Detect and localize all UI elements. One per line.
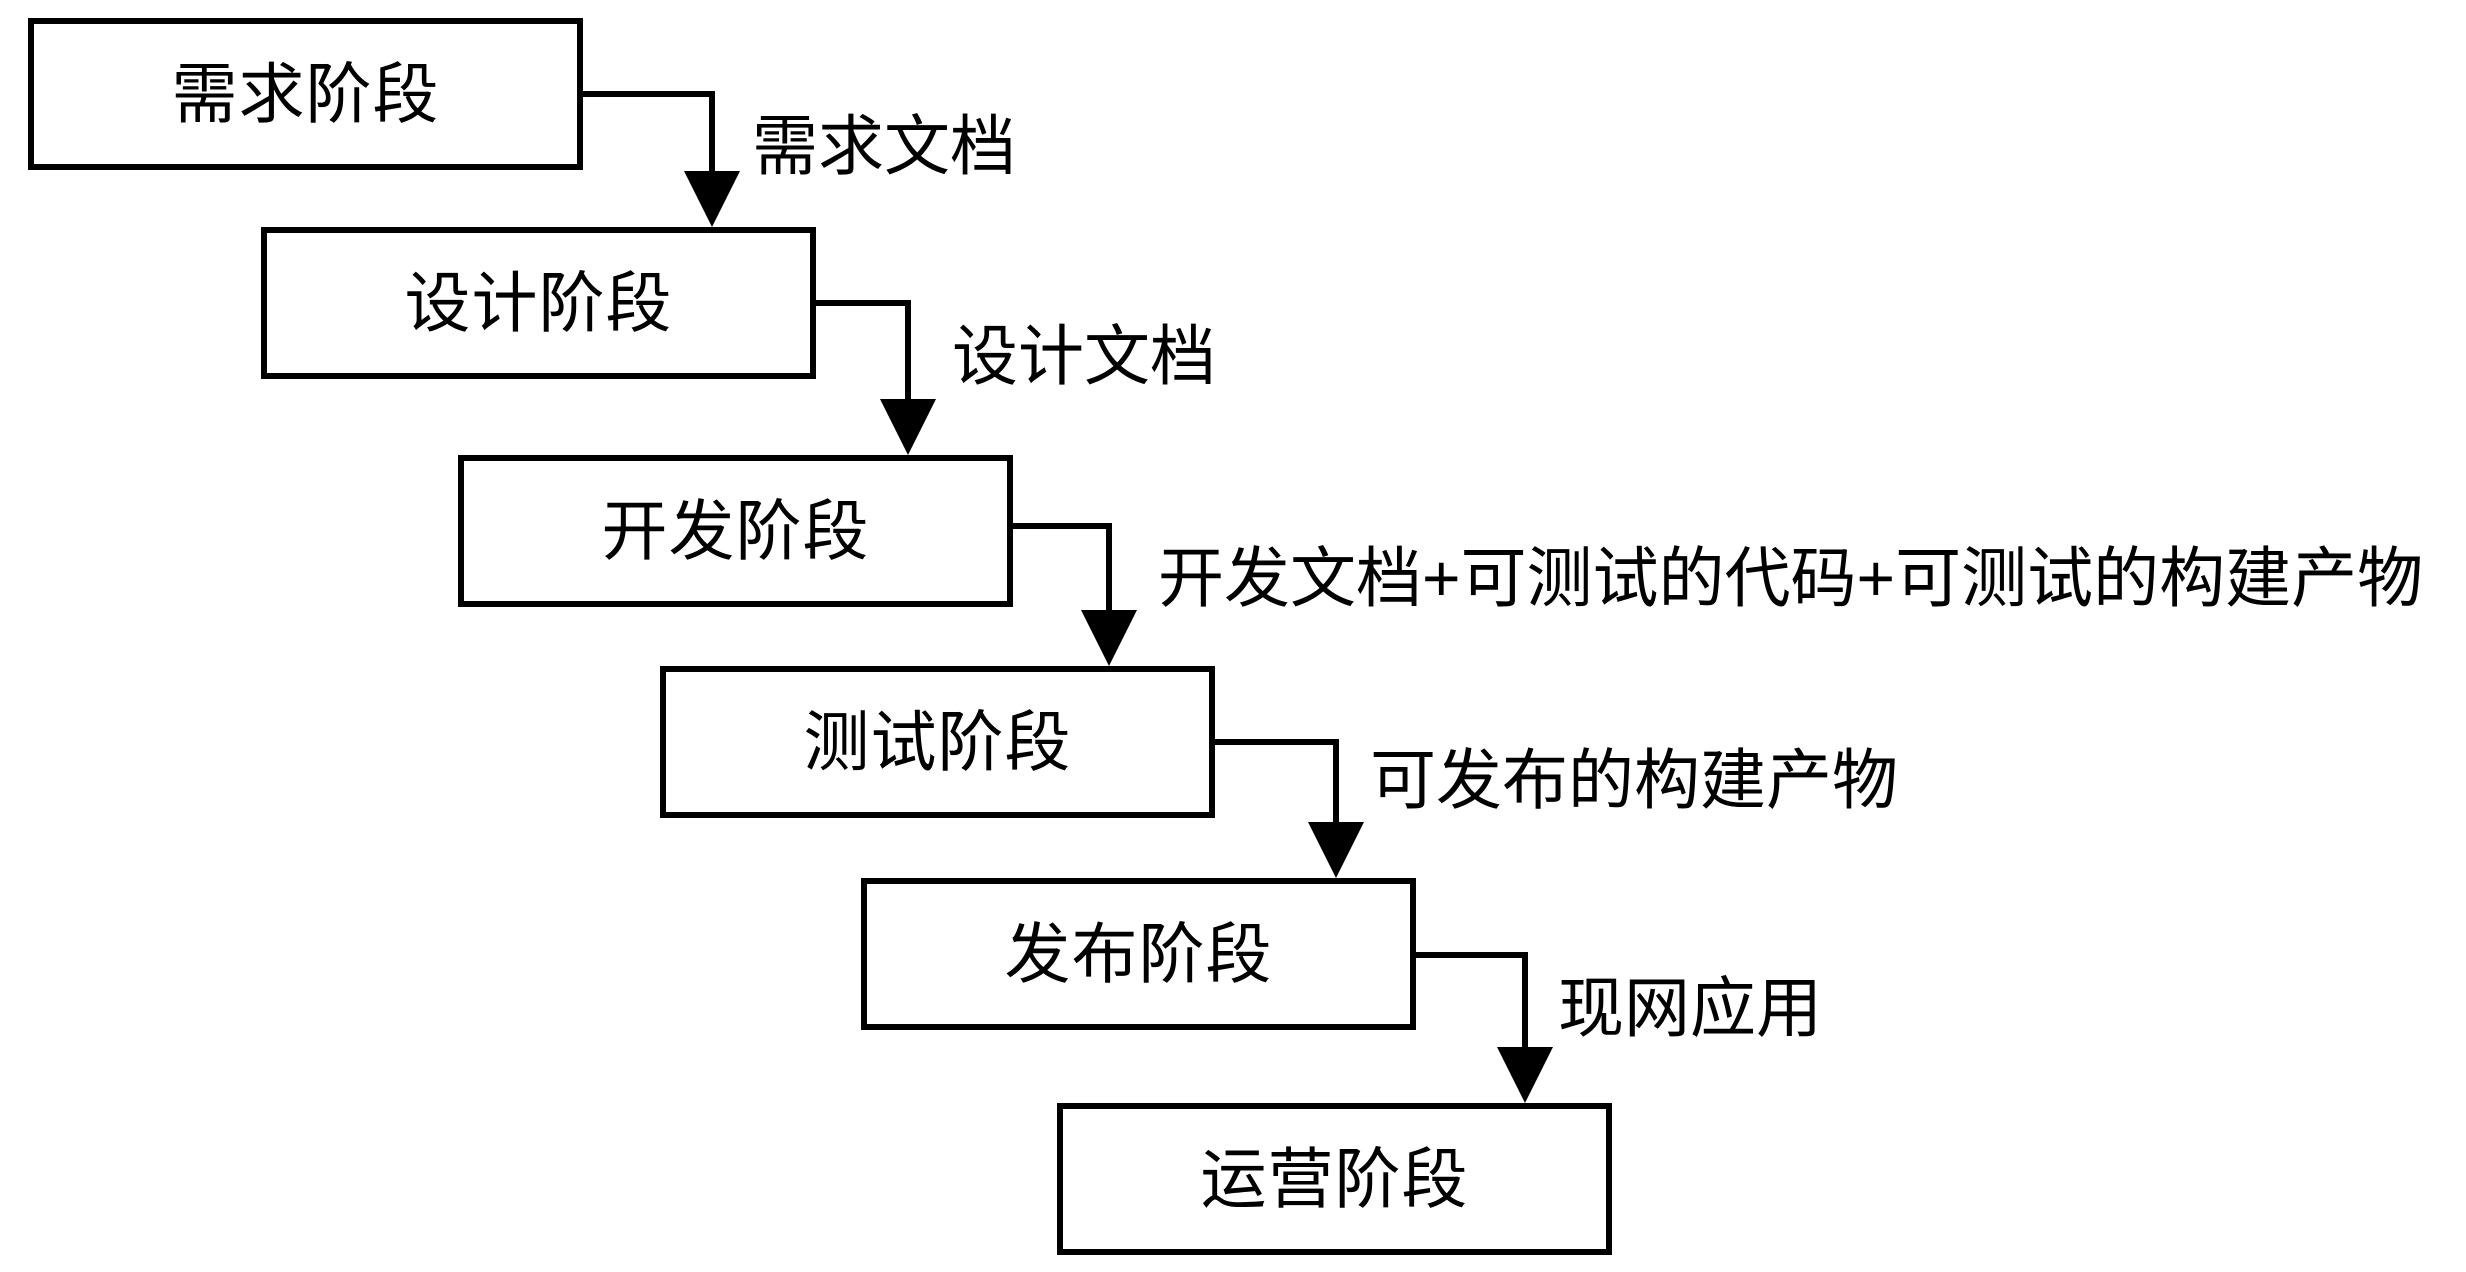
artifact-label-design-doc: 设计文档 — [952, 319, 1216, 393]
connector-line-5 — [1416, 952, 1528, 1064]
arrow-down-icon-4 — [1308, 822, 1364, 878]
connector-line-1 — [583, 91, 715, 188]
stage-box-requirements: 需求阶段 — [28, 18, 583, 170]
stage-box-testing: 测试阶段 — [660, 666, 1215, 818]
artifact-label-dev-doc-testable-code-build: 开发文档+可测试的代码+可测试的构建产物 — [1158, 541, 2424, 615]
arrow-down-icon-5 — [1497, 1047, 1553, 1103]
stage-label-design: 设计阶段 — [404, 266, 673, 340]
stage-box-design: 设计阶段 — [261, 227, 816, 379]
stage-box-release: 发布阶段 — [861, 878, 1416, 1030]
stage-label-development: 开发阶段 — [601, 494, 870, 568]
artifact-label-releasable-build: 可发布的构建产物 — [1370, 743, 1898, 817]
stage-label-operations: 运营阶段 — [1200, 1142, 1469, 1216]
connector-line-4 — [1215, 739, 1339, 839]
arrow-down-icon-2 — [880, 399, 936, 455]
stage-label-testing: 测试阶段 — [803, 705, 1072, 779]
stage-label-release: 发布阶段 — [1004, 917, 1273, 991]
connector-line-3 — [1013, 523, 1112, 627]
artifact-label-production-app: 现网应用 — [1558, 971, 1822, 1045]
stage-box-operations: 运营阶段 — [1057, 1103, 1612, 1255]
arrow-down-icon-1 — [684, 171, 740, 227]
stage-label-requirements: 需求阶段 — [171, 57, 440, 131]
connector-line-2 — [816, 300, 911, 416]
artifact-label-requirements-doc: 需求文档 — [752, 109, 1016, 183]
stage-box-development: 开发阶段 — [458, 455, 1013, 607]
arrow-down-icon-3 — [1081, 610, 1137, 666]
